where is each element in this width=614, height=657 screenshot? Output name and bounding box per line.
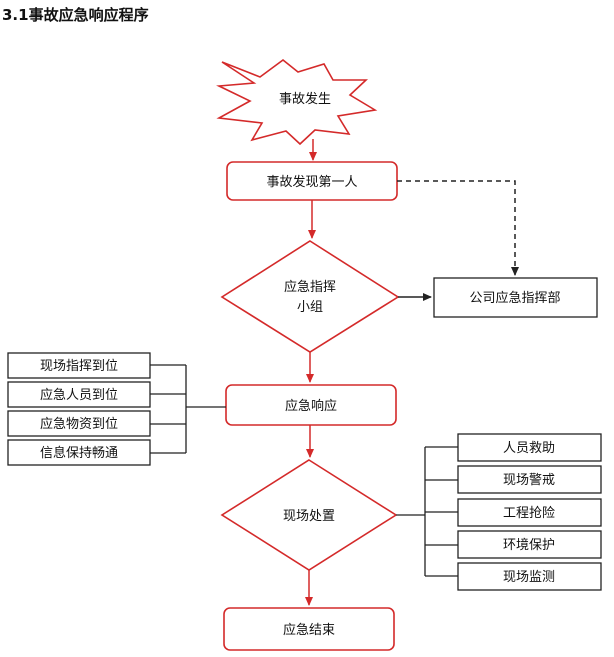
- section-title: 3.1事故应急响应程序: [2, 6, 149, 24]
- right-item-label-4: 环境保护: [503, 538, 555, 553]
- left-item-box-1: [7, 352, 151, 379]
- start-burst: [216, 58, 378, 146]
- discoverer-label: 事故发现第一人: [266, 174, 357, 190]
- command-group-diamond: [220, 240, 400, 353]
- right-item-box-2: [457, 465, 602, 494]
- end-label: 应急结束: [283, 622, 335, 638]
- left-item-box-4: [7, 439, 151, 466]
- response-box: [225, 384, 397, 426]
- disposal-label: 现场处置: [283, 509, 335, 524]
- command-group-label-line2: 小组: [297, 300, 323, 315]
- right-item-label-3: 工程抢险: [503, 505, 555, 521]
- end-box: [223, 607, 395, 651]
- right-item-label-5: 现场监测: [503, 570, 555, 585]
- dashed-connector-hq: [397, 180, 519, 276]
- right-item-box-5: [457, 562, 602, 591]
- start-label: 事故发生: [279, 91, 331, 107]
- right-item-box-3: [457, 498, 602, 527]
- right-item-label-1: 人员救助: [503, 440, 555, 456]
- left-item-label-3: 应急物资到位: [40, 416, 118, 432]
- left-item-label-4: 信息保持畅通: [40, 445, 118, 461]
- command-group-label-line1: 应急指挥: [284, 279, 336, 295]
- response-label: 应急响应: [285, 398, 337, 414]
- right-item-box-1: [457, 433, 602, 462]
- left-item-box-2: [7, 381, 151, 408]
- left-item-box-3: [7, 410, 151, 437]
- right-item-box-4: [457, 530, 602, 559]
- company-hq-box: [433, 277, 598, 318]
- company-hq-label: 公司应急指挥部: [469, 290, 560, 306]
- right-item-label-2: 现场警戒: [503, 472, 555, 488]
- left-item-label-1: 现场指挥到位: [40, 359, 118, 374]
- left-item-label-2: 应急人员到位: [40, 387, 118, 403]
